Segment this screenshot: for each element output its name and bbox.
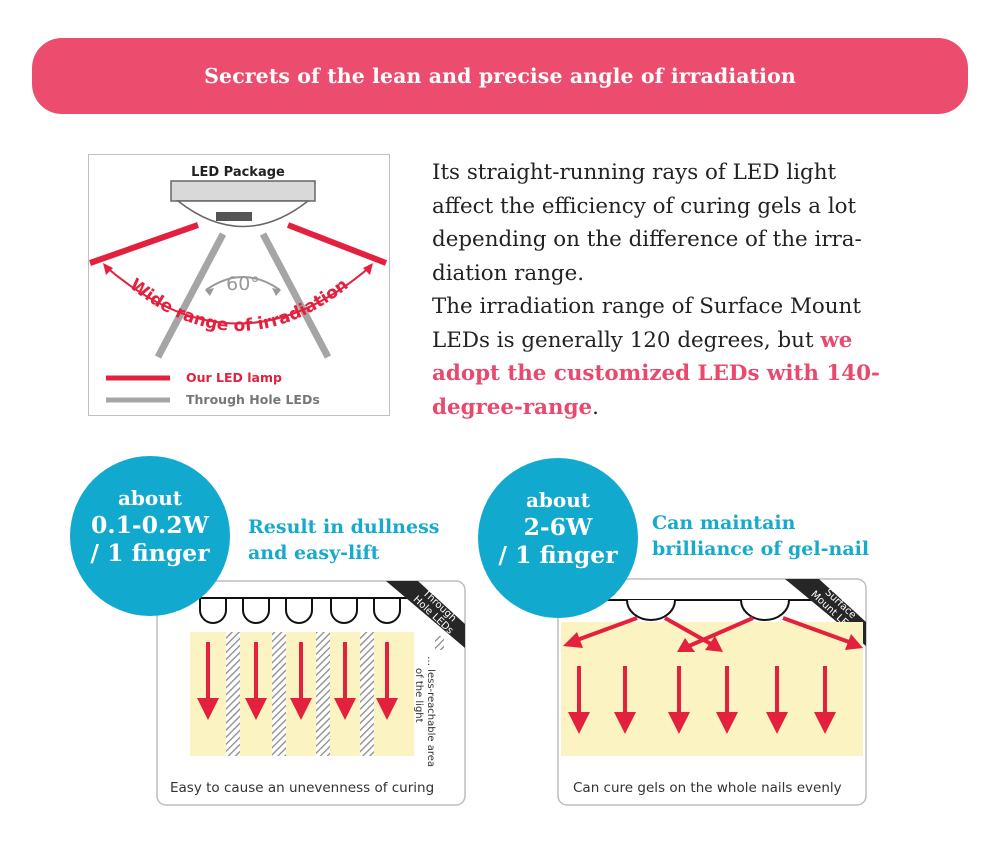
less-reachable-areas: [226, 632, 374, 756]
through-hole-beam-left: [154, 232, 227, 359]
led-package: [170, 180, 316, 202]
intro-highlight-line: adopt the customized LEDs with 140-: [432, 361, 880, 386]
angle-arrow-right: [272, 288, 281, 296]
angle-arc: [205, 276, 281, 291]
badge-unit: / 1 finger: [498, 541, 618, 569]
badge-watt: 0.1-0.2W: [91, 511, 209, 539]
intro-line: affect the efficiency of curing gels a l…: [432, 193, 857, 219]
intro-highlight: degree-range: [432, 394, 593, 420]
panel-footer: Easy to cause an unevenness of curing: [170, 780, 434, 796]
badge-watt: 2-6W: [523, 513, 593, 541]
legend-label-our-lamp: Our LED lamp: [186, 370, 282, 385]
badge-unit: / 1 finger: [90, 539, 210, 567]
downward-beams: [568, 666, 836, 734]
intro-line: Its straight-running rays of LED light: [432, 160, 837, 185]
wide-range-arc: [104, 265, 372, 325]
caption-left: Result in dullness and easy-lift: [248, 514, 439, 566]
side-note-line: … less-reachable area: [425, 656, 436, 767]
wide-arrow-left: [103, 263, 113, 275]
badge-about: about: [117, 486, 183, 510]
caption-right: Can maintain brilliance of gel-nail: [652, 510, 869, 562]
irradiation-angle-figure: LED Package 60° Wide range of irradiatio…: [88, 154, 390, 416]
intro-highlight: we: [820, 327, 853, 353]
angle-label: 60°: [226, 273, 260, 295]
intro-text-fragment: LEDs is generally 120 degrees, but: [432, 327, 821, 353]
caption-line: and easy-lift: [248, 542, 380, 564]
through-hole-beam-right: [259, 232, 332, 359]
surface-mount-panel: Surface Mount LEDs Can cure gels on the …: [557, 578, 867, 806]
package-label: LED Package: [191, 165, 285, 180]
led-chip: [216, 212, 252, 221]
our-lamp-beam-right: [286, 222, 388, 266]
caption-line: Can maintain: [652, 512, 796, 534]
intro-line: degree-range.: [432, 391, 962, 425]
surface-mount-led-row: [626, 599, 790, 621]
corner-label-band: [386, 581, 465, 648]
title-banner: Secrets of the lean and precise angle of…: [32, 38, 968, 114]
intro-text: Its straight-running rays of LED light a…: [432, 156, 962, 424]
intro-period: .: [592, 394, 599, 420]
side-note-line: of the light: [413, 668, 424, 723]
through-hole-panel: Through Hole LEDs … less-reachable area …: [156, 580, 466, 806]
panel-footer: Can cure gels on the whole nails evenly: [573, 780, 842, 796]
our-lamp-beam-left: [89, 222, 199, 266]
intro-line: diation range.: [432, 260, 585, 286]
downward-beams: [197, 642, 398, 720]
hatch-legend-swatch: [435, 636, 444, 650]
angled-beams: [563, 616, 863, 652]
intro-line: The irradiation range of Surface Mount: [432, 294, 861, 319]
through-hole-led-row: [199, 598, 401, 624]
intro-line: LEDs is generally 120 degrees, but we: [432, 324, 962, 358]
power-badge-left: about 0.1-0.2W / 1 finger: [70, 456, 230, 616]
side-note: … less-reachable area of the light: [413, 656, 436, 770]
intro-line: depending on the difference of the irra-: [432, 227, 862, 252]
legend-label-through-hole: Through Hole LEDs: [186, 392, 320, 407]
wide-arrow-right: [363, 263, 373, 275]
badge-about: about: [525, 488, 591, 512]
power-badge-right: about 2-6W / 1 finger: [478, 458, 638, 618]
caption-line: brilliance of gel-nail: [652, 538, 870, 560]
banner-title: Secrets of the lean and precise angle of…: [204, 64, 796, 88]
angle-arrow-left: [205, 288, 214, 296]
caption-line: Result in dullness: [248, 516, 440, 538]
